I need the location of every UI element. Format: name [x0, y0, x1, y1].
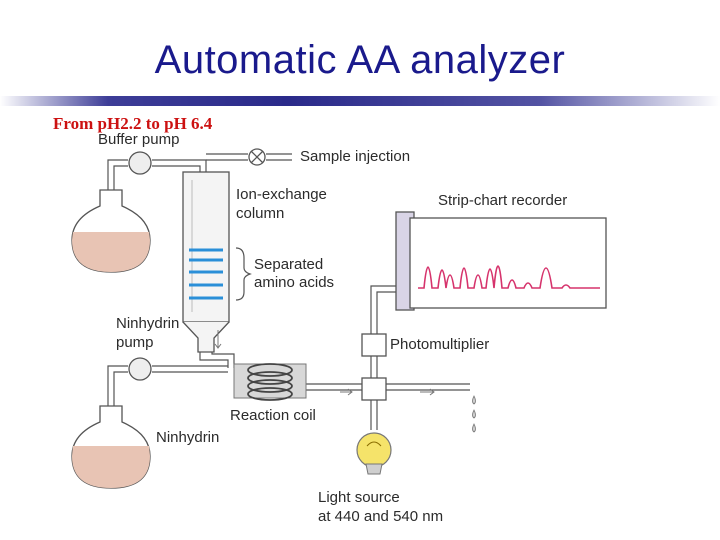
reaction-coil: [233, 363, 307, 401]
slide-title: Automatic AA analyzer: [154, 38, 566, 82]
title-divider: [0, 96, 720, 106]
column-label-line1: Ion-exchange: [236, 186, 327, 203]
photomultiplier-label: Photomultiplier: [390, 336, 489, 353]
buffer-pump-label: Buffer pump: [98, 131, 179, 148]
ninhydrin-solution: [72, 446, 150, 488]
reaction-coil-label: Reaction coil: [230, 407, 316, 424]
separated-amino-acid-bands: [189, 248, 223, 300]
bracket: [235, 247, 252, 301]
ninhydrin-pump-label-line1: Ninhydrin: [116, 315, 179, 332]
outlet-drops: [472, 395, 476, 433]
ninhydrin-flask: [71, 405, 151, 489]
light-source-label-line2: at 440 and 540 nm: [318, 508, 443, 525]
chromatogram-trace: [418, 265, 600, 289]
buffer-pump-icon: [128, 151, 152, 175]
detector-cell: [361, 377, 387, 401]
injection-valve-icon: [248, 148, 266, 166]
separated-label-line1: Separated: [254, 256, 323, 273]
ninhydrin-label: Ninhydrin: [156, 429, 219, 446]
buffer-solution: [72, 232, 150, 272]
ninhydrin-pump-label-line2: pump: [116, 334, 154, 351]
sample-injection-label: Sample injection: [300, 148, 410, 165]
photomultiplier-box: [361, 333, 387, 357]
column-label-line2: column: [236, 205, 284, 222]
strip-chart-recorder: [395, 211, 607, 311]
ph-range-subtitle: From pH2.2 to pH 6.4: [53, 114, 213, 133]
light-source-label-line1: Light source: [318, 489, 400, 506]
tubing: [107, 153, 470, 430]
ninhydrin-pump-icon: [128, 357, 152, 381]
separated-label-line2: amino acids: [254, 274, 334, 291]
flow-arrows: [214, 330, 435, 396]
strip-chart-label: Strip-chart recorder: [438, 192, 567, 209]
light-bulb-icon: [356, 432, 392, 475]
buffer-flask: [71, 189, 151, 273]
ion-exchange-column: [182, 171, 230, 353]
